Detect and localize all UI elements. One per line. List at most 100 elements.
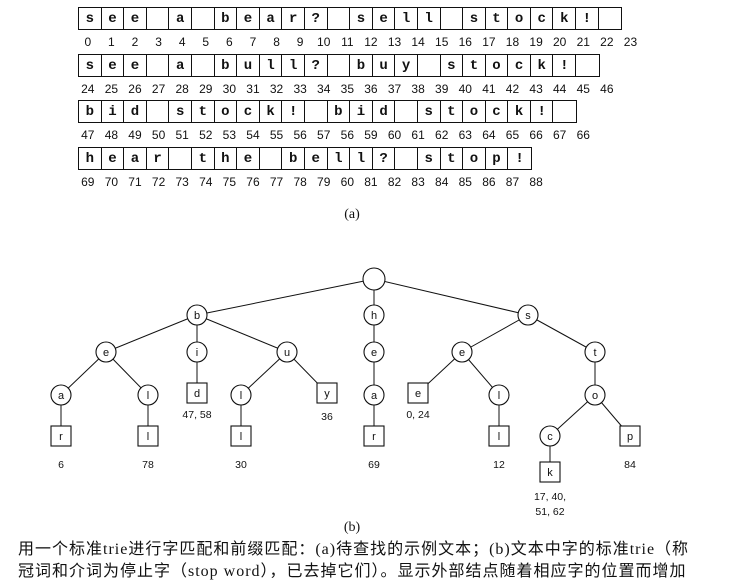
position-index: 5 — [202, 35, 210, 49]
trie-internal-node: a — [50, 384, 72, 406]
occurrence-label: 78 — [142, 459, 154, 471]
occurrence-label: 17, 40, — [534, 491, 566, 503]
character-cell — [169, 148, 192, 169]
node-letter: o — [592, 390, 598, 402]
position-index: 8 — [273, 35, 280, 49]
position-index: 60 — [387, 128, 402, 142]
occurrence-label: 30 — [235, 459, 247, 471]
character-cell: ! — [531, 101, 554, 122]
character-cell: b — [215, 55, 238, 76]
trie-internal-node: s — [517, 304, 539, 326]
character-cell: e — [124, 8, 147, 29]
position-index: 9 — [296, 35, 304, 49]
node-circle — [276, 341, 298, 363]
position-index: 57 — [317, 128, 331, 142]
character-cell: h — [79, 148, 102, 169]
character-cell: a — [124, 148, 147, 169]
position-index: 49 — [128, 128, 142, 142]
position-index: 30 — [222, 82, 237, 96]
character-cell: i — [102, 101, 125, 122]
trie-external-node: l — [230, 425, 252, 447]
position-index: 55 — [269, 128, 284, 142]
node-square — [363, 425, 385, 447]
character-cell: u — [237, 55, 260, 76]
position-index: 78 — [293, 175, 307, 189]
trie-edge — [196, 278, 375, 316]
position-index: 27 — [151, 82, 166, 96]
position-index: 66 — [529, 128, 543, 142]
position-index: 31 — [246, 82, 260, 96]
character-cell: e — [305, 148, 328, 169]
position-index: 24 — [81, 82, 95, 96]
node-square — [137, 425, 159, 447]
node-letter: l — [147, 390, 149, 402]
position-index: 36 — [364, 82, 378, 96]
position-index: 62 — [435, 128, 449, 142]
trie-external-node: r — [50, 425, 72, 447]
character-cell: d — [124, 101, 147, 122]
position-index: 45 — [576, 82, 590, 96]
position-index: 66 — [576, 128, 590, 142]
character-cell: ! — [576, 8, 599, 29]
character-cell: k — [553, 8, 577, 29]
position-index: 7 — [249, 35, 257, 49]
position-index: 1 — [108, 35, 115, 49]
position-index: 0 — [84, 35, 92, 49]
node-letter: l — [240, 390, 242, 402]
position-index: 86 — [482, 175, 496, 189]
trie-internal-node: l — [230, 384, 252, 406]
character-cell: t — [441, 148, 464, 169]
node-letter: l — [147, 431, 149, 443]
node-circle — [186, 341, 208, 363]
occurrence-label: 36 — [321, 411, 333, 423]
trie-internal-node: u — [276, 341, 298, 363]
trie-edge — [461, 314, 529, 353]
node-circle — [451, 341, 473, 363]
character-cell: e — [102, 148, 125, 169]
character-cell: l — [260, 55, 283, 76]
position-index: 43 — [529, 82, 543, 96]
character-cell: ! — [282, 101, 305, 122]
character-cell: k — [508, 101, 531, 122]
character-cell: t — [463, 55, 486, 76]
character-cell: ! — [515, 150, 524, 167]
position-index: 69 — [81, 175, 95, 189]
node-letter: a — [371, 390, 378, 402]
character-cell: o — [463, 101, 486, 122]
trie-internal-node: o — [584, 384, 606, 406]
position-index: 35 — [340, 82, 354, 96]
position-index: 25 — [104, 82, 119, 96]
trie-external-node: p — [619, 425, 641, 447]
character-cell: l — [395, 8, 418, 29]
character-cell: b — [350, 55, 373, 76]
character-cell — [328, 8, 351, 29]
position-index: 79 — [317, 175, 331, 189]
character-cell: r — [282, 8, 305, 29]
position-index: 50 — [151, 128, 166, 142]
position-index: 4 — [178, 35, 186, 49]
character-cell: ! — [553, 55, 577, 76]
trie-internal-node: l — [137, 384, 159, 406]
node-square — [230, 425, 252, 447]
node-letter: a — [58, 390, 65, 402]
character-cell: c — [508, 55, 531, 76]
figure-caption: 用一个标准trie进行字匹配和前缀匹配：(a)待查找的示例文本；(b)文本中字的… — [18, 539, 740, 583]
character-cell — [305, 101, 328, 122]
node-circle — [186, 304, 208, 326]
position-index: 19 — [529, 35, 543, 49]
character-cell: b — [79, 101, 102, 122]
trie-internal-node: b — [186, 304, 208, 326]
position-index: 74 — [199, 175, 213, 189]
position-index: 47 — [81, 128, 95, 142]
position-index: 85 — [458, 175, 472, 189]
character-cell: y — [395, 55, 418, 76]
character-cell: s — [79, 55, 102, 76]
trie-external-node: d — [186, 382, 208, 404]
node-square — [316, 382, 338, 404]
character-cell: a — [169, 55, 192, 76]
character-cell — [418, 55, 441, 76]
